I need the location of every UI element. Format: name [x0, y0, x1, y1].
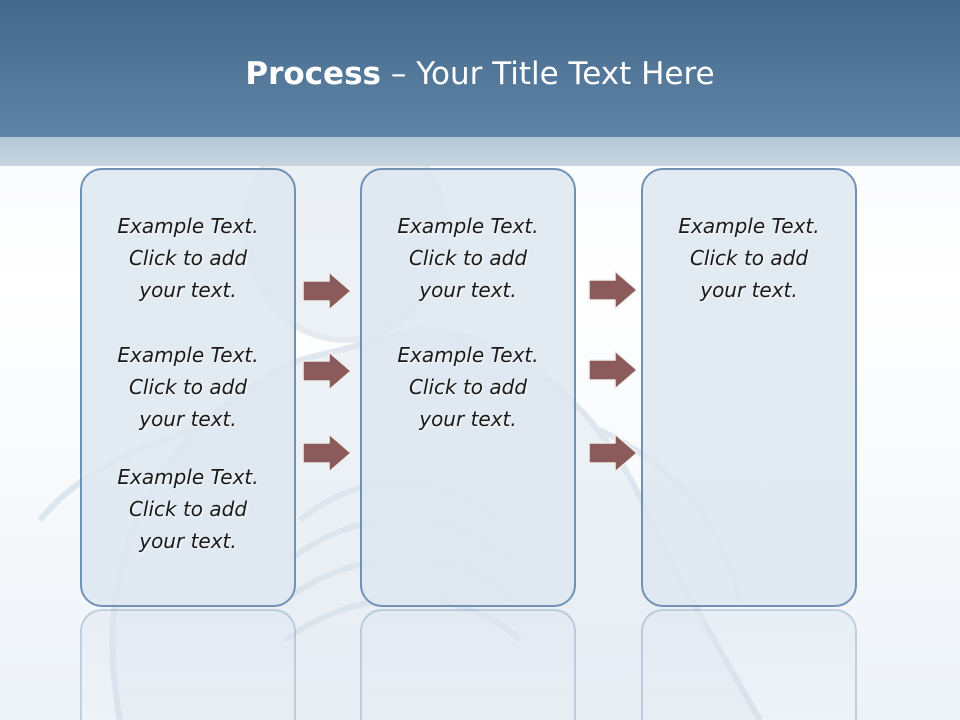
- text-line: your text.: [139, 278, 237, 302]
- title-bold-part: Process: [245, 56, 381, 92]
- right-arrow-icon: [588, 433, 638, 473]
- text-block[interactable]: Example Text. Click to add your text.: [643, 210, 855, 306]
- panel-reflection: [80, 609, 296, 720]
- process-panel-1[interactable]: Example Text. Click to add your text. Ex…: [80, 168, 296, 607]
- header-strip: [0, 137, 960, 166]
- title-rest-part: – Your Title Text Here: [381, 56, 715, 92]
- text-line: Example Text.: [117, 343, 259, 367]
- text-line: Example Text.: [397, 214, 539, 238]
- slide-title[interactable]: Process – Your Title Text Here: [0, 52, 960, 96]
- text-block[interactable]: Example Text. Click to add your text.: [82, 461, 294, 557]
- text-block[interactable]: Example Text. Click to add your text.: [82, 339, 294, 435]
- right-arrow-icon: [588, 350, 638, 390]
- text-line: Click to add: [408, 246, 528, 270]
- right-arrow-icon: [588, 270, 638, 310]
- text-block[interactable]: Example Text. Click to add your text.: [82, 210, 294, 306]
- right-arrow-icon: [302, 433, 352, 473]
- text-block[interactable]: Example Text. Click to add your text.: [362, 339, 574, 435]
- text-line: your text.: [419, 407, 517, 431]
- text-line: Click to add: [408, 375, 528, 399]
- right-arrow-icon: [302, 351, 352, 391]
- panel-reflection: [360, 609, 576, 720]
- process-panel-3[interactable]: Example Text. Click to add your text.: [641, 168, 857, 607]
- text-block[interactable]: Example Text. Click to add your text.: [362, 210, 574, 306]
- title-bar: [0, 0, 960, 137]
- text-line: Example Text.: [678, 214, 820, 238]
- text-line: Click to add: [128, 375, 248, 399]
- text-line: Click to add: [689, 246, 809, 270]
- text-line: Example Text.: [117, 214, 259, 238]
- text-line: your text.: [139, 529, 237, 553]
- panel-reflection: [641, 609, 857, 720]
- text-line: your text.: [419, 278, 517, 302]
- process-panel-2[interactable]: Example Text. Click to add your text. Ex…: [360, 168, 576, 607]
- text-line: Example Text.: [117, 465, 259, 489]
- text-line: your text.: [139, 407, 237, 431]
- text-line: your text.: [700, 278, 798, 302]
- text-line: Example Text.: [397, 343, 539, 367]
- text-line: Click to add: [128, 497, 248, 521]
- right-arrow-icon: [302, 271, 352, 311]
- text-line: Click to add: [128, 246, 248, 270]
